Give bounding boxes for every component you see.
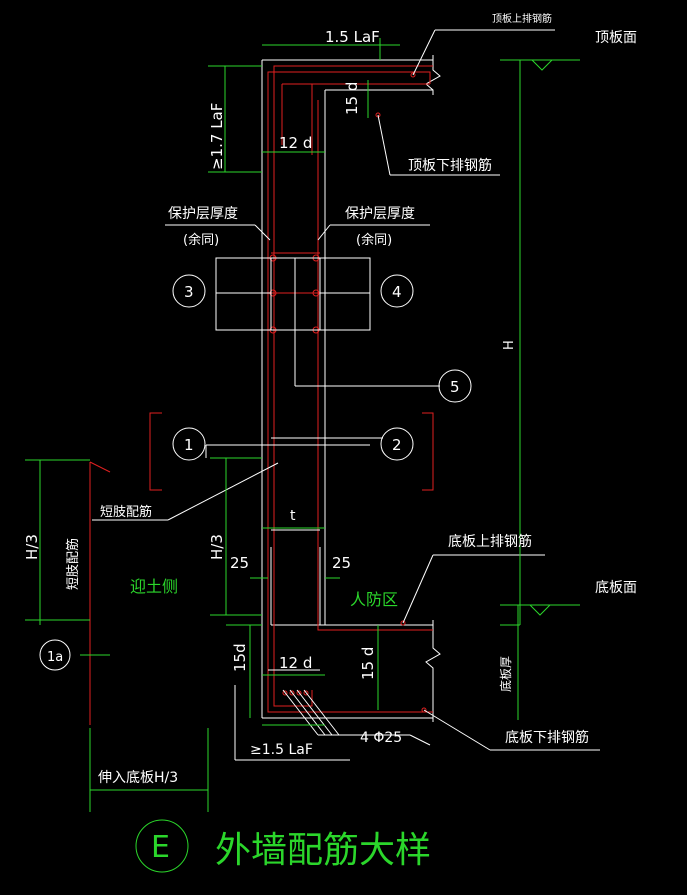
h3-left-label: H/3 (23, 534, 41, 560)
bottom-slab-thickness-label: 底板厚 (498, 656, 513, 692)
marker-3-label: 3 (184, 283, 194, 301)
d12-top-label: 12 d (279, 134, 312, 152)
bars-label: 4 Φ25 (360, 730, 402, 746)
top-slab-top-bar-label: 顶板上排钢筋 (492, 12, 552, 25)
la-vertical-label: ≥1.7 LaF (208, 103, 226, 170)
cover-left-sub-label: (余同) (183, 232, 219, 248)
top-slab-surface-label: 顶板面 (595, 30, 637, 46)
la-top-label: 1.5 LaF (325, 28, 380, 46)
top-slab-bottom-bar-label: 顶板下排钢筋 (408, 157, 492, 174)
d15-bottom-right-label: 15 d (359, 647, 377, 680)
d15-top-label: 15 d (343, 82, 361, 115)
thickness-label: t (290, 508, 296, 524)
bottom-slab-surface-label: 底板面 (595, 580, 637, 596)
dimension-lines (25, 38, 580, 812)
d12-bottom-label: 12 d (279, 654, 312, 672)
marker-5-label: 5 (450, 378, 460, 396)
cover-left-label: 保护层厚度 (168, 206, 238, 222)
bottom-slab-top-bar-label: 底板上排钢筋 (448, 533, 532, 550)
bottom-slab-bottom-bar-label: 底板下排钢筋 (505, 729, 589, 746)
section-boxes (92, 29, 600, 761)
marker-1a-label: 1a (47, 650, 63, 665)
marker-circles (39, 274, 472, 873)
cover25-left-label: 25 (230, 554, 249, 572)
drawing-title: 外墙配筋大样 (215, 830, 431, 871)
marker-1-label: 1 (184, 436, 194, 454)
soil-side-label: 迎土侧 (130, 577, 178, 596)
height-label: H (502, 340, 517, 350)
extend-label: 伸入底板H/3 (98, 770, 178, 786)
wall-outline (261, 55, 441, 722)
la-bottom-label: ≥1.5 LaF (250, 742, 313, 758)
cover25-right-label: 25 (332, 554, 351, 572)
d15-bottom-left-label: 15d (231, 643, 249, 672)
cover-right-label: 保护层厚度 (345, 206, 415, 222)
short-limb-label: 短肢配筋 (100, 504, 152, 520)
civil-defense-label: 人防区 (350, 590, 398, 609)
marker-2-label: 2 (392, 436, 402, 454)
title-marker-label: E (151, 830, 170, 865)
short-limb-vertical-label: 短肢配筋 (65, 538, 81, 590)
marker-4-label: 4 (392, 283, 402, 301)
h3-mid-label: H/3 (208, 534, 226, 560)
cover-right-sub-label: (余同) (356, 232, 392, 248)
